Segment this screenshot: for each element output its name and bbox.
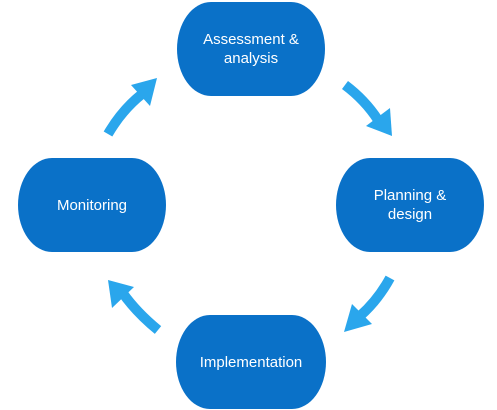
arrow-up-right-icon: [103, 78, 157, 137]
node-assessment-line1: Assessment &: [203, 31, 299, 48]
arrow-left-up-icon: [108, 280, 162, 334]
node-planning-design: Planning & design: [336, 158, 484, 252]
node-assessment-line2: analysis: [223, 50, 279, 67]
arrow-down-left-icon: [344, 275, 395, 332]
node-planning-line1: Planning &: [373, 187, 447, 204]
arrow-right-down-icon: [341, 81, 392, 136]
node-assessment-analysis: Assessment & analysis: [177, 2, 325, 96]
node-monitoring-label: Monitoring: [56, 196, 128, 214]
node-implementation-label: Implementation: [199, 353, 303, 371]
node-implementation: Implementation: [176, 315, 326, 409]
node-planning-line2: design: [387, 206, 433, 223]
node-monitoring: Monitoring: [18, 158, 166, 252]
